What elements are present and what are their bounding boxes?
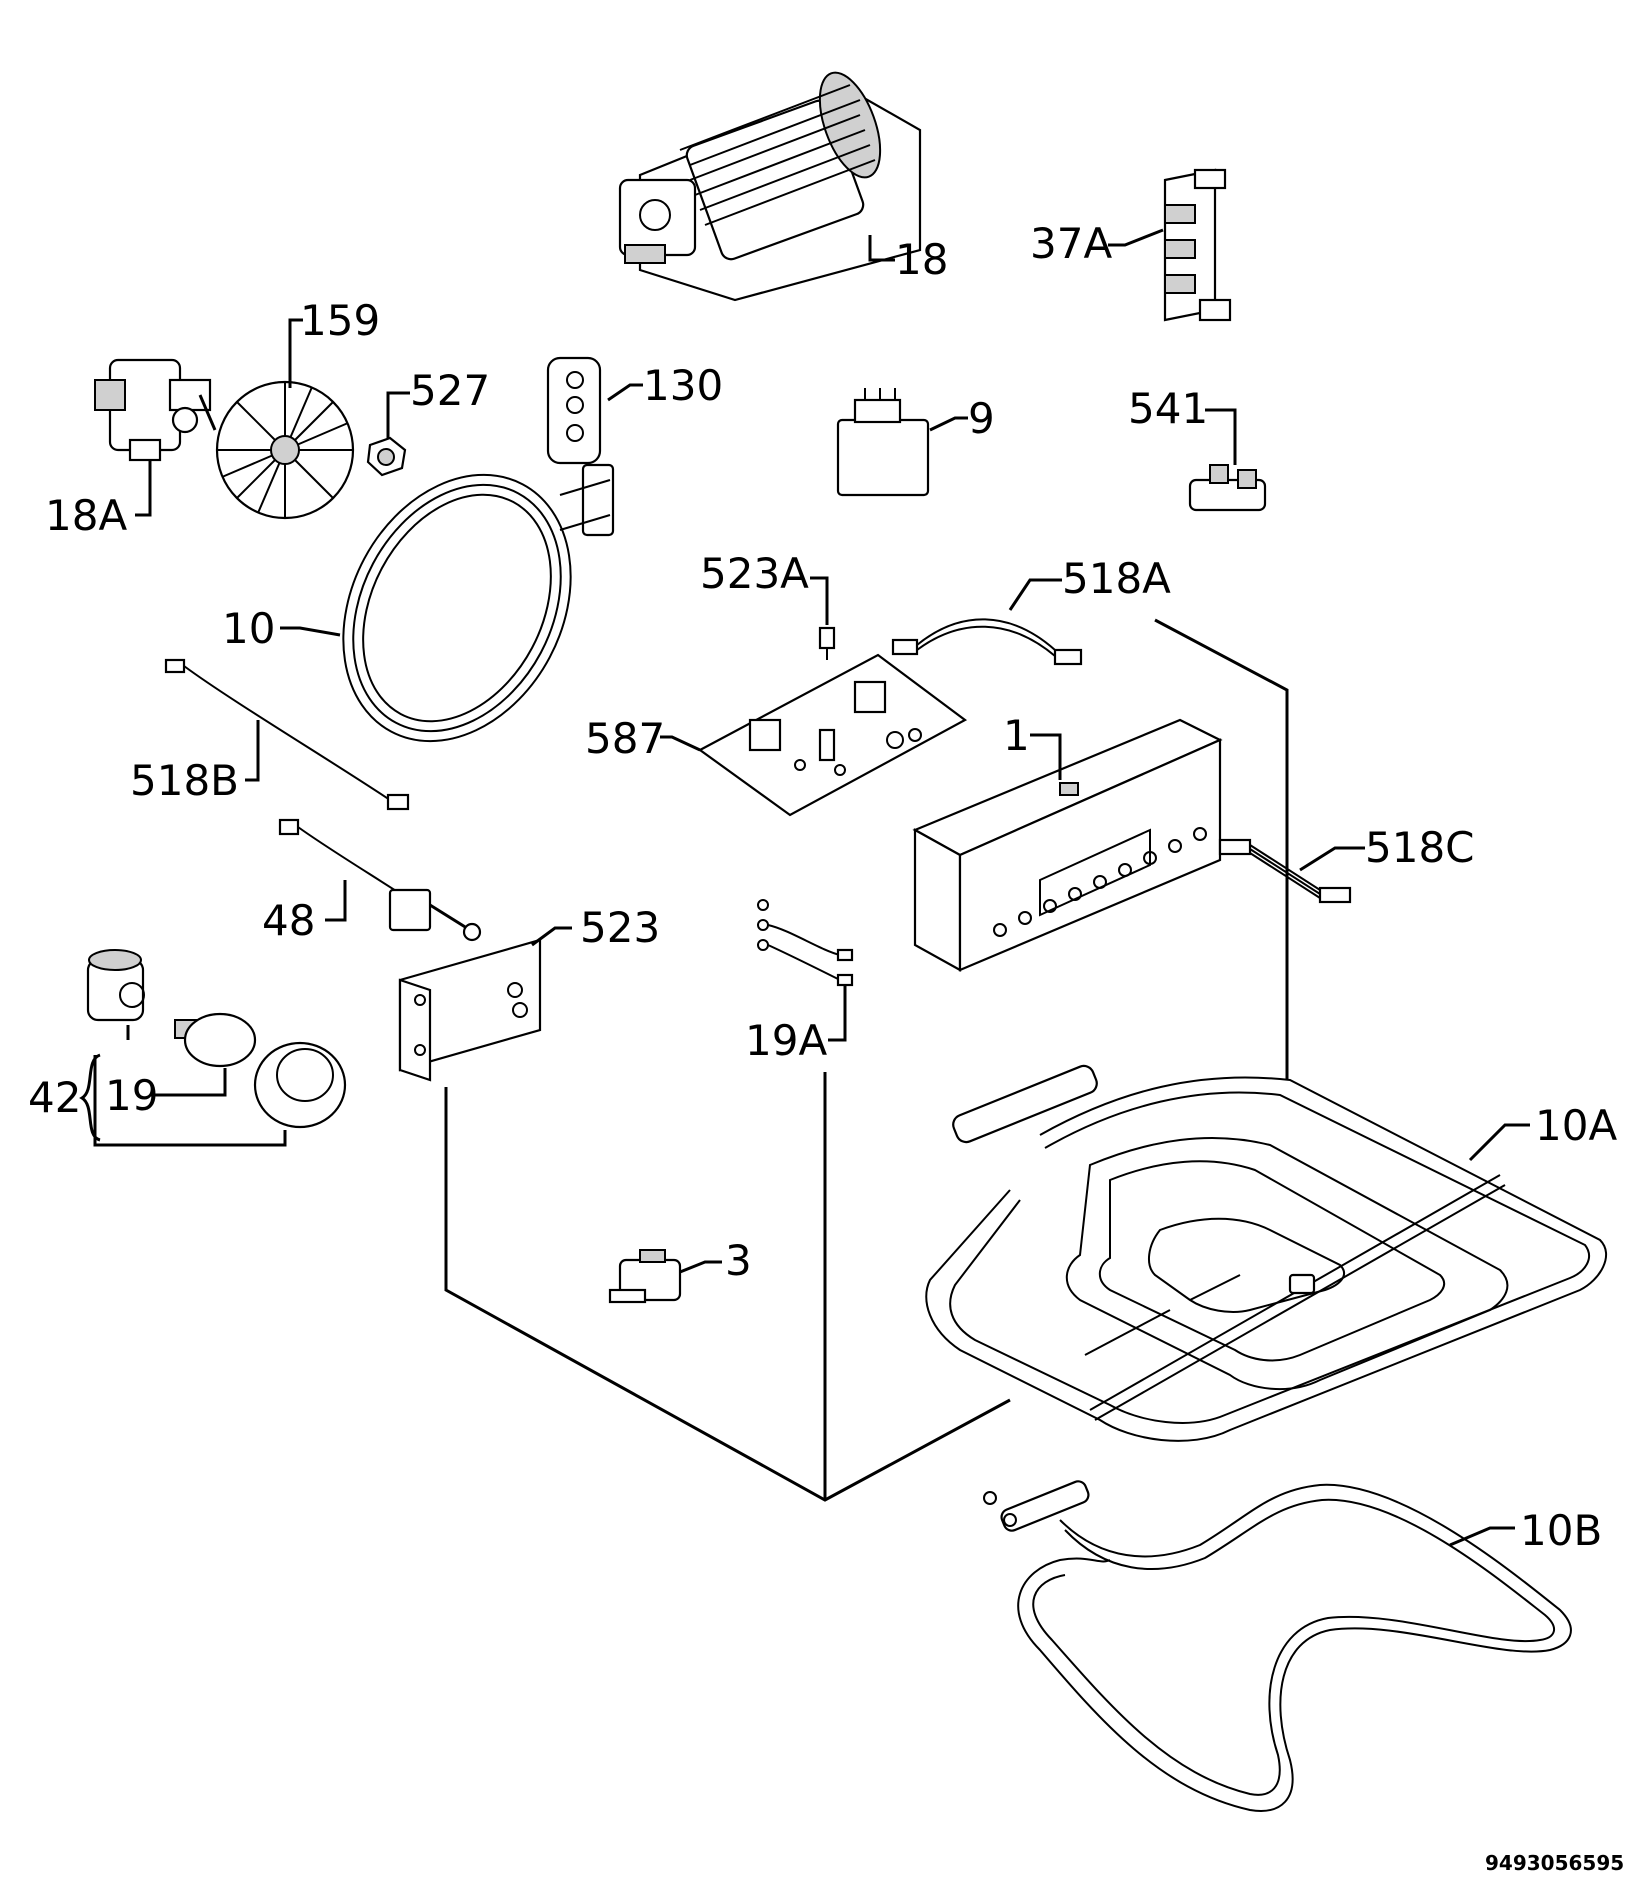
label-10: 10 xyxy=(222,604,275,653)
oven-cavity-outline xyxy=(444,618,1289,1502)
relay-part xyxy=(836,388,930,497)
grill-element-10a-part xyxy=(925,1064,1607,1442)
cable-518b-part xyxy=(164,658,410,811)
leader-130 xyxy=(607,383,643,402)
leader-10b xyxy=(1449,1526,1515,1547)
lamp-bulb-part xyxy=(174,1012,257,1068)
terminal-block-part xyxy=(1163,168,1232,322)
label-527: 527 xyxy=(410,366,490,415)
bracket-part xyxy=(398,938,542,1082)
cable-518c-part xyxy=(1218,838,1352,904)
leader-18 xyxy=(868,235,895,262)
leader-48 xyxy=(325,880,347,922)
label-3: 3 xyxy=(725,1236,752,1285)
leader-19 xyxy=(150,1068,227,1097)
control-panel-part xyxy=(912,718,1223,972)
brace-42 xyxy=(79,1053,101,1142)
label-1: 1 xyxy=(1003,711,1030,760)
leader-19a xyxy=(828,985,847,1042)
connector-part xyxy=(1188,464,1267,512)
label-18: 18 xyxy=(895,235,948,284)
thermostat-part xyxy=(608,1249,682,1304)
leader-518a xyxy=(1008,578,1062,611)
label-523: 523 xyxy=(580,903,660,952)
label-518c: 518C xyxy=(1365,823,1475,872)
label-587: 587 xyxy=(585,714,665,763)
label-19: 19 xyxy=(105,1071,158,1120)
label-10a: 10A xyxy=(1535,1101,1617,1150)
leader-518c xyxy=(1299,846,1365,872)
gasket-part xyxy=(546,356,602,465)
leader-523 xyxy=(531,926,572,947)
nut-part xyxy=(366,436,407,477)
pcb-part xyxy=(697,653,968,817)
tangential-fan-part xyxy=(618,71,922,302)
label-130: 130 xyxy=(643,361,723,410)
label-19a: 19A xyxy=(745,1016,827,1065)
wires-19a-part xyxy=(757,899,854,987)
fan-blade-part xyxy=(215,380,355,520)
label-9: 9 xyxy=(968,394,995,443)
leader-523a xyxy=(810,576,829,625)
leader-10 xyxy=(280,626,341,637)
sensor-523a-part xyxy=(818,626,836,660)
probe-sensor-part xyxy=(278,818,482,942)
leader-518b xyxy=(245,720,260,782)
cable-518a-part xyxy=(891,618,1083,666)
leader-18a xyxy=(135,460,152,517)
lamp-cover-part xyxy=(253,1041,347,1129)
bottom-element-10b-part xyxy=(983,1480,1572,1812)
label-523a: 523A xyxy=(700,549,809,598)
leader-527 xyxy=(386,391,410,438)
leader-587 xyxy=(660,735,701,752)
leader-37a xyxy=(1108,228,1164,247)
leader-1 xyxy=(1030,733,1062,780)
label-541: 541 xyxy=(1128,384,1208,433)
label-518b: 518B xyxy=(130,756,239,805)
label-37a: 37A xyxy=(1030,219,1112,268)
fan-motor-part xyxy=(94,358,217,462)
leader-541 xyxy=(1205,408,1237,465)
circular-heater-part xyxy=(342,463,615,743)
leader-42 xyxy=(93,1055,287,1147)
label-42: 42 xyxy=(28,1073,81,1122)
label-10b: 10B xyxy=(1520,1506,1602,1555)
drawing-code: 9493056595 xyxy=(1485,1851,1624,1875)
lamp-holder-part xyxy=(86,949,145,1022)
leader-159 xyxy=(288,318,303,388)
label-48: 48 xyxy=(262,896,315,945)
leader-9 xyxy=(929,416,968,432)
leader-10a xyxy=(1468,1123,1530,1162)
label-18a: 18A xyxy=(45,491,127,540)
leader-3 xyxy=(679,1260,722,1274)
label-518a: 518A xyxy=(1062,554,1171,603)
label-159: 159 xyxy=(300,296,380,345)
